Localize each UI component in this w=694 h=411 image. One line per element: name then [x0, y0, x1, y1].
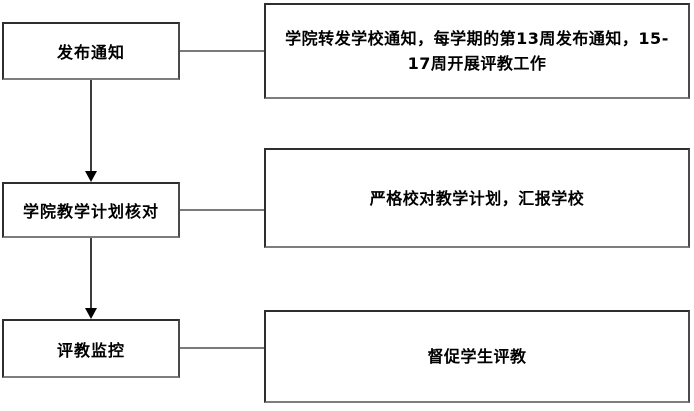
detail-box-evaluation-monitor: 督促学生评教 [264, 310, 690, 403]
detail-box-plan-check: 严格校对教学计划，汇报学校 [264, 148, 690, 248]
arrow-down-icon [85, 308, 97, 319]
arrow-down-icon [85, 171, 97, 182]
connector-line-1 [180, 50, 264, 52]
step-label: 评教监控 [56, 340, 125, 360]
detail-text: 督促学生评教 [427, 347, 527, 366]
step-box-publish-notice: 发布通知 [2, 22, 180, 80]
detail-text: 严格校对教学计划，汇报学校 [369, 188, 585, 208]
step-label: 发布通知 [56, 43, 125, 62]
flow-arrow-line-2 [90, 238, 92, 308]
step-box-evaluation-monitor: 评教监控 [2, 319, 180, 378]
connector-line-3 [180, 347, 264, 349]
step-label: 学院教学计划核对 [22, 202, 159, 221]
flow-arrow-line-1 [90, 80, 92, 171]
detail-box-publish-notice: 学院转发学校通知，每学期的第13周发布通知，15-17周开展评教工作 [264, 3, 690, 99]
step-box-plan-check: 学院教学计划核对 [2, 182, 180, 238]
connector-line-2 [180, 209, 264, 211]
detail-text: 学院转发学校通知，每学期的第13周发布通知，15-17周开展评教工作 [285, 29, 669, 73]
